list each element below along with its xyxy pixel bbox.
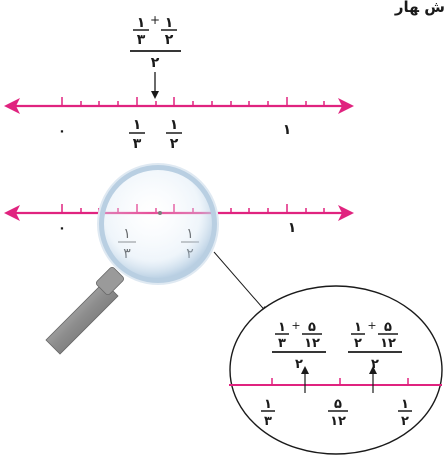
right-arrow-icon <box>338 205 354 221</box>
top-divisor: ۲ <box>151 55 160 71</box>
magnifier-lens <box>98 164 218 284</box>
zoom-left-expression: ۱ ۳ + ۵ ۱۲ ۲ <box>272 319 326 372</box>
zoom-pointer-line <box>213 251 269 315</box>
zoom-arrow-right-head <box>369 366 377 374</box>
top-a-den: ۳ <box>137 32 146 48</box>
ticks-1 <box>61 97 325 106</box>
number-line-1: ۰ ۱ ۱ ۳ ۱ ۲ <box>4 97 354 152</box>
zoom-right-expression: ۱ ۲ + ۵ ۱۲ ۲ <box>348 319 402 372</box>
zoom-third-num: ۱ <box>264 397 272 412</box>
svg-text:۱: ۱ <box>278 320 286 335</box>
line1-third-den: ۳ <box>133 136 142 152</box>
header-text: ﺵ ﻬﺎﺭ <box>394 0 445 16</box>
zoom-fivetwelfth-den: ۱۲ <box>330 414 346 429</box>
line1-zero: ۰ <box>58 124 66 139</box>
svg-text:۵: ۵ <box>308 320 316 335</box>
svg-text:۱۲: ۱۲ <box>304 336 320 351</box>
line1-half-den: ۲ <box>170 136 179 152</box>
top-a-num: ۱ <box>137 15 146 31</box>
line1-half-num: ۱ <box>170 117 179 133</box>
magnifier-rim <box>97 163 219 285</box>
zoom-ticks <box>271 378 409 385</box>
magnifier-icon <box>45 163 219 355</box>
magnifier-handle <box>45 266 125 355</box>
svg-text:۲: ۲ <box>371 357 379 372</box>
svg-text:۱: ۱ <box>354 320 362 335</box>
zoom-half-den: ۲ <box>401 414 409 429</box>
zoom-arrow-left-head <box>301 366 309 374</box>
top-expression: ۱ ۳ + ۱ ۲ ۲ <box>130 13 181 99</box>
svg-text:+: + <box>367 319 376 332</box>
left-arrow-icon <box>4 205 20 221</box>
line1-third-num: ۱ <box>133 117 142 133</box>
zoom-third-den: ۳ <box>264 414 272 429</box>
svg-text:۳: ۳ <box>278 336 286 351</box>
top-b-den: ۲ <box>165 32 174 48</box>
zoom-half-num: ۱ <box>401 397 409 412</box>
svg-text:+: + <box>291 319 300 332</box>
zoom-ellipse: ۱ ۳ + ۵ ۱۲ ۲ ۱ ۲ + ۵ ۱۲ ۲ <box>229 285 443 455</box>
line1-one: ۱ <box>283 122 292 138</box>
top-arrow-head <box>151 91 159 99</box>
svg-text:۲: ۲ <box>295 357 303 372</box>
top-plus: + <box>150 13 160 27</box>
svg-text:۵: ۵ <box>384 320 392 335</box>
left-arrow-icon <box>4 98 20 114</box>
line2-zero: ۰ <box>58 221 66 236</box>
line2-one: ۱ <box>288 220 297 236</box>
right-arrow-icon <box>338 98 354 114</box>
zoom-ellipse-outline <box>229 285 443 455</box>
svg-text:۱۲: ۱۲ <box>380 336 396 351</box>
top-b-num: ۱ <box>165 15 174 31</box>
svg-text:۲: ۲ <box>354 336 362 351</box>
zoom-fivetwelfth-num: ۵ <box>334 397 342 412</box>
